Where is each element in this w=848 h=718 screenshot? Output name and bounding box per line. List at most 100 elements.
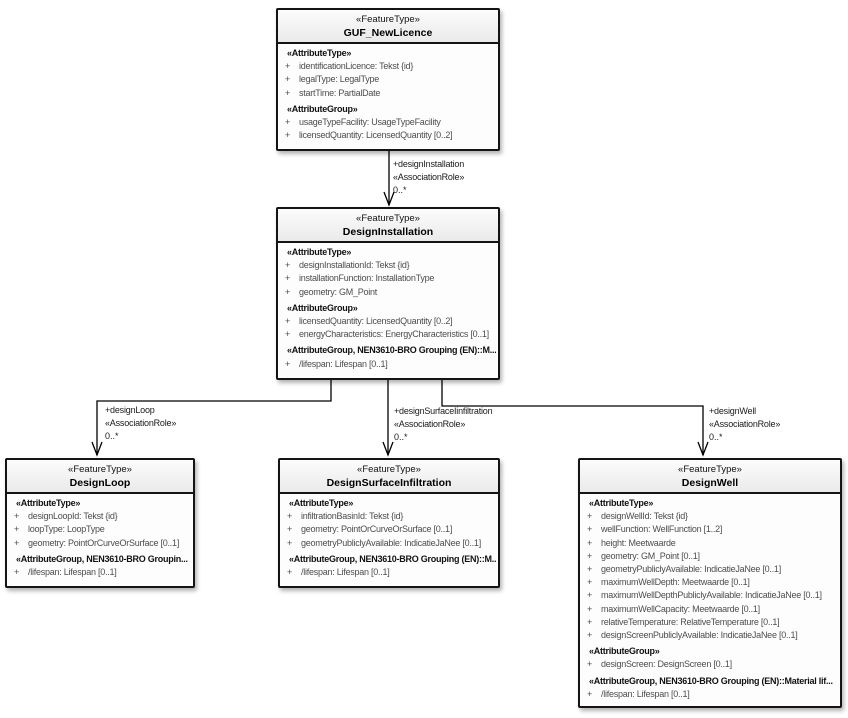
association-multiplicity: 0..*	[105, 431, 119, 441]
class-stereotype: «FeatureType»	[356, 213, 420, 224]
class-design-surface-infiltration[interactable]: «FeatureType» DesignSurfaceInfiltration …	[278, 458, 500, 588]
attribute-row: +geometryPubliclyAvailable: IndicatieJaN…	[280, 537, 496, 550]
attribute-row: +geometry: PointOrCurveOrSurface [0..1]	[280, 523, 496, 536]
visibility-symbol: +	[587, 659, 593, 670]
class-stereotype: «FeatureType»	[68, 464, 132, 475]
association-stereotype: «AssociationRole»	[709, 419, 781, 429]
attribute-row: + installationFunction: InstallationType	[278, 272, 496, 285]
association-label-design-well: +designWell «AssociationRole» 0..*	[709, 405, 780, 444]
attribute-compartment: «AttributeType»+designLoopId: Tekst {id}…	[7, 494, 193, 586]
stereotype-row: «AttributeType»	[287, 48, 352, 58]
attribute-text: geometry: GM_Point [0..1]	[601, 550, 700, 561]
association-label-design-loop: +designLoop «AssociationRole» 0..*	[105, 404, 176, 443]
attribute-row: +loopType: LoopType	[7, 523, 191, 536]
attribute-row: + geometry: GM_Point	[278, 286, 496, 299]
attribute-row: +designLoopId: Tekst {id}	[7, 510, 191, 523]
visibility-symbol: +	[287, 524, 293, 535]
stereotype-row: «AttributeGroup»	[287, 302, 358, 313]
visibility-symbol: +	[285, 61, 291, 72]
attribute-row: +licensedQuantity: LicensedQuantity [0..…	[278, 315, 496, 328]
association-design-surface-infiltration[interactable]	[383, 380, 393, 455]
visibility-symbol: +	[587, 688, 593, 699]
attribute-compartment: «AttributeType» + identificationLicence: T…	[278, 44, 498, 149]
attribute-row: +designInstallationId: Tekst {id}	[278, 259, 496, 272]
association-stereotype: «AssociationRole»	[393, 172, 465, 182]
class-design-well[interactable]: «FeatureType» DesignWell «AttributeType»…	[578, 458, 842, 708]
visibility-symbol: +	[285, 130, 291, 141]
attribute-row: + geometryPubliclyAvailable: IndicatieJaN…	[580, 563, 838, 576]
attribute-text: infiltrationBasinId: Tekst {id}	[301, 511, 404, 522]
visibility-symbol: +	[287, 567, 293, 578]
class-stereotype: «FeatureType»	[678, 464, 742, 475]
class-guf-newlicence[interactable]: «FeatureType» GUF_NewLicence «AttributeT…	[276, 8, 500, 151]
association-role-name: +designSurfaceIinfiltration	[394, 406, 493, 416]
visibility-symbol: +	[285, 87, 291, 98]
attribute-compartment: «AttributeType» + infiltrationBasinId: Tek…	[280, 494, 498, 586]
attribute-text: geometry: GM_Point	[299, 286, 378, 297]
attribute-row: +geometry: PointOrCurveOrSurface [0..1]	[7, 537, 191, 550]
visibility-symbol: +	[14, 567, 20, 578]
attribute-text: energyCharacteristics: EnergyCharacteris…	[299, 329, 489, 340]
attribute-text: /lifespan: Lifespan [0..1]	[299, 358, 388, 369]
attribute-text: designWellId: Tekst {id}	[601, 511, 688, 522]
visibility-symbol: +	[285, 286, 291, 297]
visibility-symbol: +	[587, 590, 593, 601]
class-header: «FeatureType» DesignLoop	[7, 460, 193, 494]
class-stereotype: «FeatureType»	[357, 464, 421, 475]
attribute-row: + /lifespan: Lifespan [0..1]	[580, 688, 838, 701]
association-role-name: +designWell	[709, 406, 756, 416]
attribute-row: +licensedQuantity: LicensedQuantity [0..…	[278, 129, 496, 142]
class-header: «FeatureType» DesignWell	[580, 460, 840, 494]
association-design-loop[interactable]	[92, 380, 331, 455]
stereotype-row: «AttributeGroup, NEN3610-BRO Grouping (E…	[287, 345, 496, 356]
association-design-installation[interactable]	[384, 151, 394, 205]
attribute-row: + maximumWellCapacity: Meetwaarde [0..1]	[580, 603, 838, 616]
association-design-well[interactable]	[442, 380, 708, 455]
attribute-compartment: «AttributeType»+designInstallationId: Te…	[278, 243, 498, 378]
attribute-text: maximumWellCapacity: Meetwaarde [0..1]	[601, 603, 760, 614]
stereotype-row: «AttributeType»	[16, 498, 81, 508]
class-design-installation[interactable]: «FeatureType» DesignInstallation «Attrib…	[276, 207, 500, 380]
attribute-row: +relativeTemperature: RelativeTemperatur…	[580, 616, 838, 629]
association-role-name: +designLoop	[105, 405, 155, 415]
stereotype-row: «AttributeType»	[289, 498, 354, 508]
attribute-text: geometryPubliclyAvailable: IndicatieJaNe…	[601, 564, 781, 575]
association-label-design-surface-infiltration: +designSurfaceIinfiltration «Association…	[394, 405, 493, 444]
association-multiplicity: 0..*	[709, 432, 723, 442]
visibility-symbol: +	[285, 117, 291, 128]
stereotype-row: «AttributeGroup»	[287, 103, 358, 114]
attribute-row: + maximumWellDepthPubliclyAvailable: Indi…	[580, 589, 838, 602]
attribute-text: installationFunction: InstallationType	[299, 273, 435, 284]
attribute-text: designLoopId: Tekst {id}	[28, 511, 118, 522]
attribute-text: /lifespan: Lifespan [0..1]	[601, 688, 690, 699]
visibility-symbol: +	[285, 329, 291, 340]
visibility-symbol: +	[287, 537, 293, 548]
visibility-symbol: +	[587, 630, 593, 641]
attribute-row: +/lifespan: Lifespan [0..1]	[7, 566, 191, 579]
attribute-text: identificationLicence: Tekst {id}	[299, 61, 414, 72]
visibility-symbol: +	[587, 564, 593, 575]
attribute-text: designScreenPubliclyAvailable: Indicatie…	[601, 630, 798, 641]
association-role-name: +designInstallation	[393, 159, 465, 169]
attribute-text: maximumWellDepth: Meetwaarde [0..1]	[601, 577, 750, 588]
association-label-design-installation: +designInstallation «AssociationRole» 0.…	[393, 158, 464, 197]
class-header: «FeatureType» GUF_NewLicence	[278, 10, 498, 44]
class-name: DesignSurfaceInfiltration	[326, 477, 452, 489]
attribute-text: maximumWellDepthPubliclyAvailable: Indic…	[601, 590, 822, 601]
attribute-text: wellFunction: WellFunction [1..2]	[601, 524, 723, 535]
visibility-symbol: +	[285, 273, 291, 284]
attribute-text: loopType: LoopType	[28, 524, 105, 535]
association-stereotype: «AssociationRole»	[105, 418, 177, 428]
visibility-symbol: +	[285, 316, 291, 327]
visibility-symbol: +	[587, 603, 593, 614]
stereotype-row: «AttributeGroup, NEN3610-BRO Grouping (E…	[589, 675, 833, 686]
attribute-text: legalType: LegalType	[299, 74, 380, 85]
class-design-loop[interactable]: «FeatureType» DesignLoop «AttributeType»…	[5, 458, 195, 588]
attribute-row: +usageTypeFacility: UsageTypeFacility	[278, 116, 496, 129]
attribute-row: + wellFunction: WellFunction [1..2]	[580, 523, 838, 536]
class-name: DesignWell	[681, 477, 739, 489]
visibility-symbol: +	[587, 537, 593, 548]
visibility-symbol: +	[587, 550, 593, 561]
visibility-symbol: +	[587, 524, 593, 535]
